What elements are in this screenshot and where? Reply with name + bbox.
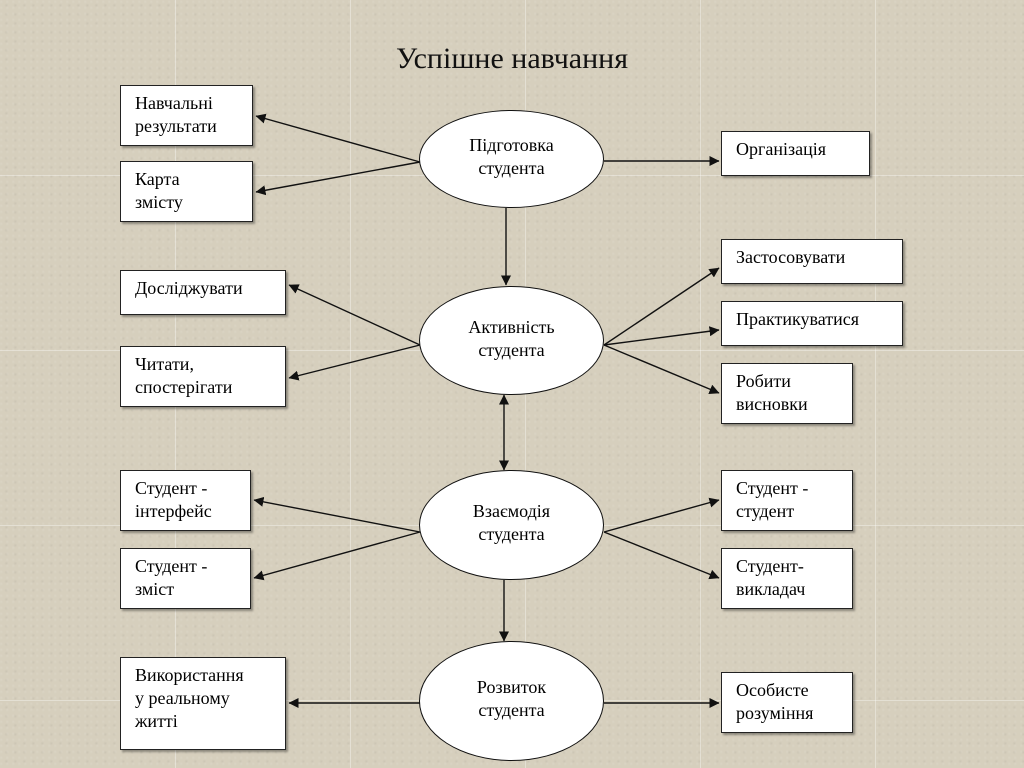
box-organization: Організація <box>721 131 870 176</box>
arrow-to-practice <box>603 326 720 346</box>
arrow-to-explore <box>288 284 421 346</box>
background-gridline <box>700 0 701 768</box>
box-personal-understanding: Особисте розуміння <box>721 672 853 733</box>
box-student-teacher: Студент- викладач <box>721 548 853 609</box>
box-learning-results: Навчальні результати <box>120 85 253 146</box>
arrow-to-read-observe <box>288 344 421 381</box>
box-student-student: Студент - студент <box>721 470 853 531</box>
arrow-to-student-content <box>253 531 421 581</box>
node-student-preparation: Підготовка студента <box>419 110 604 208</box>
box-student-content: Студент - зміст <box>120 548 251 609</box>
box-conclusions: Робити висновки <box>721 363 853 424</box>
box-content-map: Карта змісту <box>120 161 253 222</box>
diagram-title: Успішне навчання <box>395 42 629 75</box>
box-read-observe: Читати, спостерігати <box>120 346 286 407</box>
box-real-life: Використання у реальному житті <box>120 657 286 750</box>
arrow-to-content-map <box>255 161 421 196</box>
arrow-to-learning-results <box>255 113 421 163</box>
box-apply: Застосовувати <box>721 239 903 284</box>
background-gridline <box>875 0 876 768</box>
arrow-to-student-student <box>603 497 720 533</box>
arrow-to-student-teacher <box>603 531 720 580</box>
background-gridline <box>350 0 351 768</box>
box-student-interface: Студент - інтерфейс <box>120 470 251 531</box>
arrow-to-student-interface <box>253 496 421 533</box>
node-student-activity: Активність студента <box>419 286 604 395</box>
node-student-interaction: Взаємодія студента <box>419 470 604 580</box>
box-explore: Досліджувати <box>120 270 286 315</box>
node-student-development: Розвиток студента <box>419 641 604 761</box>
box-practice: Практикуватися <box>721 301 903 346</box>
arrow-to-apply <box>603 267 720 346</box>
arrow-to-conclusions <box>603 344 720 394</box>
